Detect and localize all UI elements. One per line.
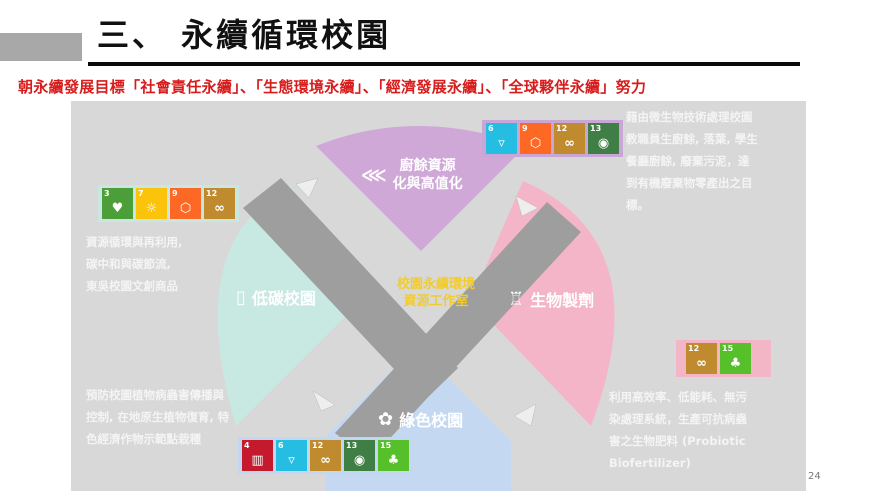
book-icon: ▥ — [251, 453, 264, 468]
segment-top-shape — [316, 126, 526, 251]
sdg-tile: 3♥ — [102, 188, 133, 219]
center-label: 校園永續環境 資源工作室 — [396, 277, 475, 309]
sdg-tile: 9⬡ — [170, 188, 201, 219]
cubes-icon: ⬡ — [179, 201, 192, 216]
sdg-tile: 13◉ — [344, 440, 375, 471]
arrow-top-right-icon — [515, 195, 539, 217]
eye-globe-icon: ◉ — [353, 453, 366, 468]
description-bottom-left: 預防校園植物病蟲害傳播與 控制, 在地原生植物復育, 特 色經濟作物示範點栽種 — [86, 388, 230, 446]
sdg-tile: 12∞ — [686, 343, 717, 374]
sdg-strip-bottom: 4▥ 6▿ 12∞ 13◉ 15♣ — [238, 437, 413, 474]
coffee-cup-icon: ▯ — [236, 286, 246, 308]
segment-bottom-label: ✿ 綠色校園 — [378, 408, 464, 431]
tree-icon: ♣ — [387, 453, 400, 468]
heartbeat-icon: ♥ — [111, 201, 124, 216]
sdg-tile: 12∞ — [204, 188, 235, 219]
sdg-tile: 7☼ — [136, 188, 167, 219]
arrow-bottom-left-icon — [312, 390, 336, 412]
arrow-top-left-icon — [295, 177, 319, 199]
title-decoration-bar — [0, 33, 82, 61]
sdg-strip-top: 6▿ 9⬡ 12∞ 13◉ — [482, 120, 623, 157]
water-drop-icon: ▿ — [498, 136, 505, 151]
infinity-icon: ∞ — [564, 136, 575, 151]
page-number: 24 — [808, 471, 821, 482]
description-top-right: 藉由微生物技術處理校園 教職員生廚餘, 落葉, 學生 餐廳廚餘, 廢棄污泥，達 … — [626, 110, 758, 212]
water-drop-icon: ▿ — [288, 453, 295, 468]
segment-right-shape — [471, 181, 615, 426]
fish-bone-icon: ⋘ — [361, 164, 387, 186]
diagram-panel: 6▿ 9⬡ 12∞ 13◉ 3♥ 7☼ 9⬡ 12∞ 12∞ 15♣ 4▥ 6▿… — [71, 101, 806, 491]
infinity-icon: ∞ — [696, 356, 707, 371]
cycle-diagram — [217, 126, 615, 491]
sdg-tile: 15♣ — [378, 440, 409, 471]
sdg-tile: 6▿ — [486, 123, 517, 154]
cubes-icon: ⬡ — [529, 136, 542, 151]
infinity-icon: ∞ — [214, 201, 225, 216]
robot-icon: ♖ — [508, 288, 525, 310]
segment-left-label: ▯ 低碳校園 — [236, 286, 316, 309]
infinity-icon: ∞ — [320, 453, 331, 468]
sdg-strip-right: 12∞ 15♣ — [676, 340, 771, 377]
subtitle: 朝永續發展目標「社會責任永續」、「生態環境永續」、「經濟發展永續」、「全球夥伴永… — [18, 78, 647, 96]
sdg-strip-left: 3♥ 7☼ 9⬡ 12∞ — [98, 185, 239, 222]
sdg-tile: 13◉ — [588, 123, 619, 154]
sdg-tile: 12∞ — [310, 440, 341, 471]
potted-plant-icon: ✿ — [378, 408, 394, 430]
sdg-tile: 15♣ — [720, 343, 751, 374]
page-title: 三、 永續循環校園 — [97, 16, 392, 54]
sun-icon: ☼ — [145, 201, 158, 216]
segment-right-label: ♖ 生物製劑 — [508, 288, 595, 311]
x-band-2 — [335, 202, 581, 461]
x-band-1 — [243, 178, 458, 401]
title-underline — [88, 62, 800, 66]
description-bottom-right: 利用高效率、低能耗、無污 染處理系統，生產可抗病蟲 害之生物肥料 (Probio… — [609, 390, 747, 470]
sdg-tile: 9⬡ — [520, 123, 551, 154]
tree-icon: ♣ — [729, 356, 742, 371]
arrow-bottom-right-icon — [513, 403, 537, 427]
eye-globe-icon: ◉ — [597, 136, 610, 151]
description-left: 資源循環與再利用, 碳中和與碳節流, 東吳校園文創商品 — [86, 235, 183, 293]
sdg-tile: 6▿ — [276, 440, 307, 471]
segment-top-label: ⋘ 廚餘資源 化與高值化 — [361, 158, 463, 192]
sdg-tile: 12∞ — [554, 123, 585, 154]
sdg-tile: 4▥ — [242, 440, 273, 471]
